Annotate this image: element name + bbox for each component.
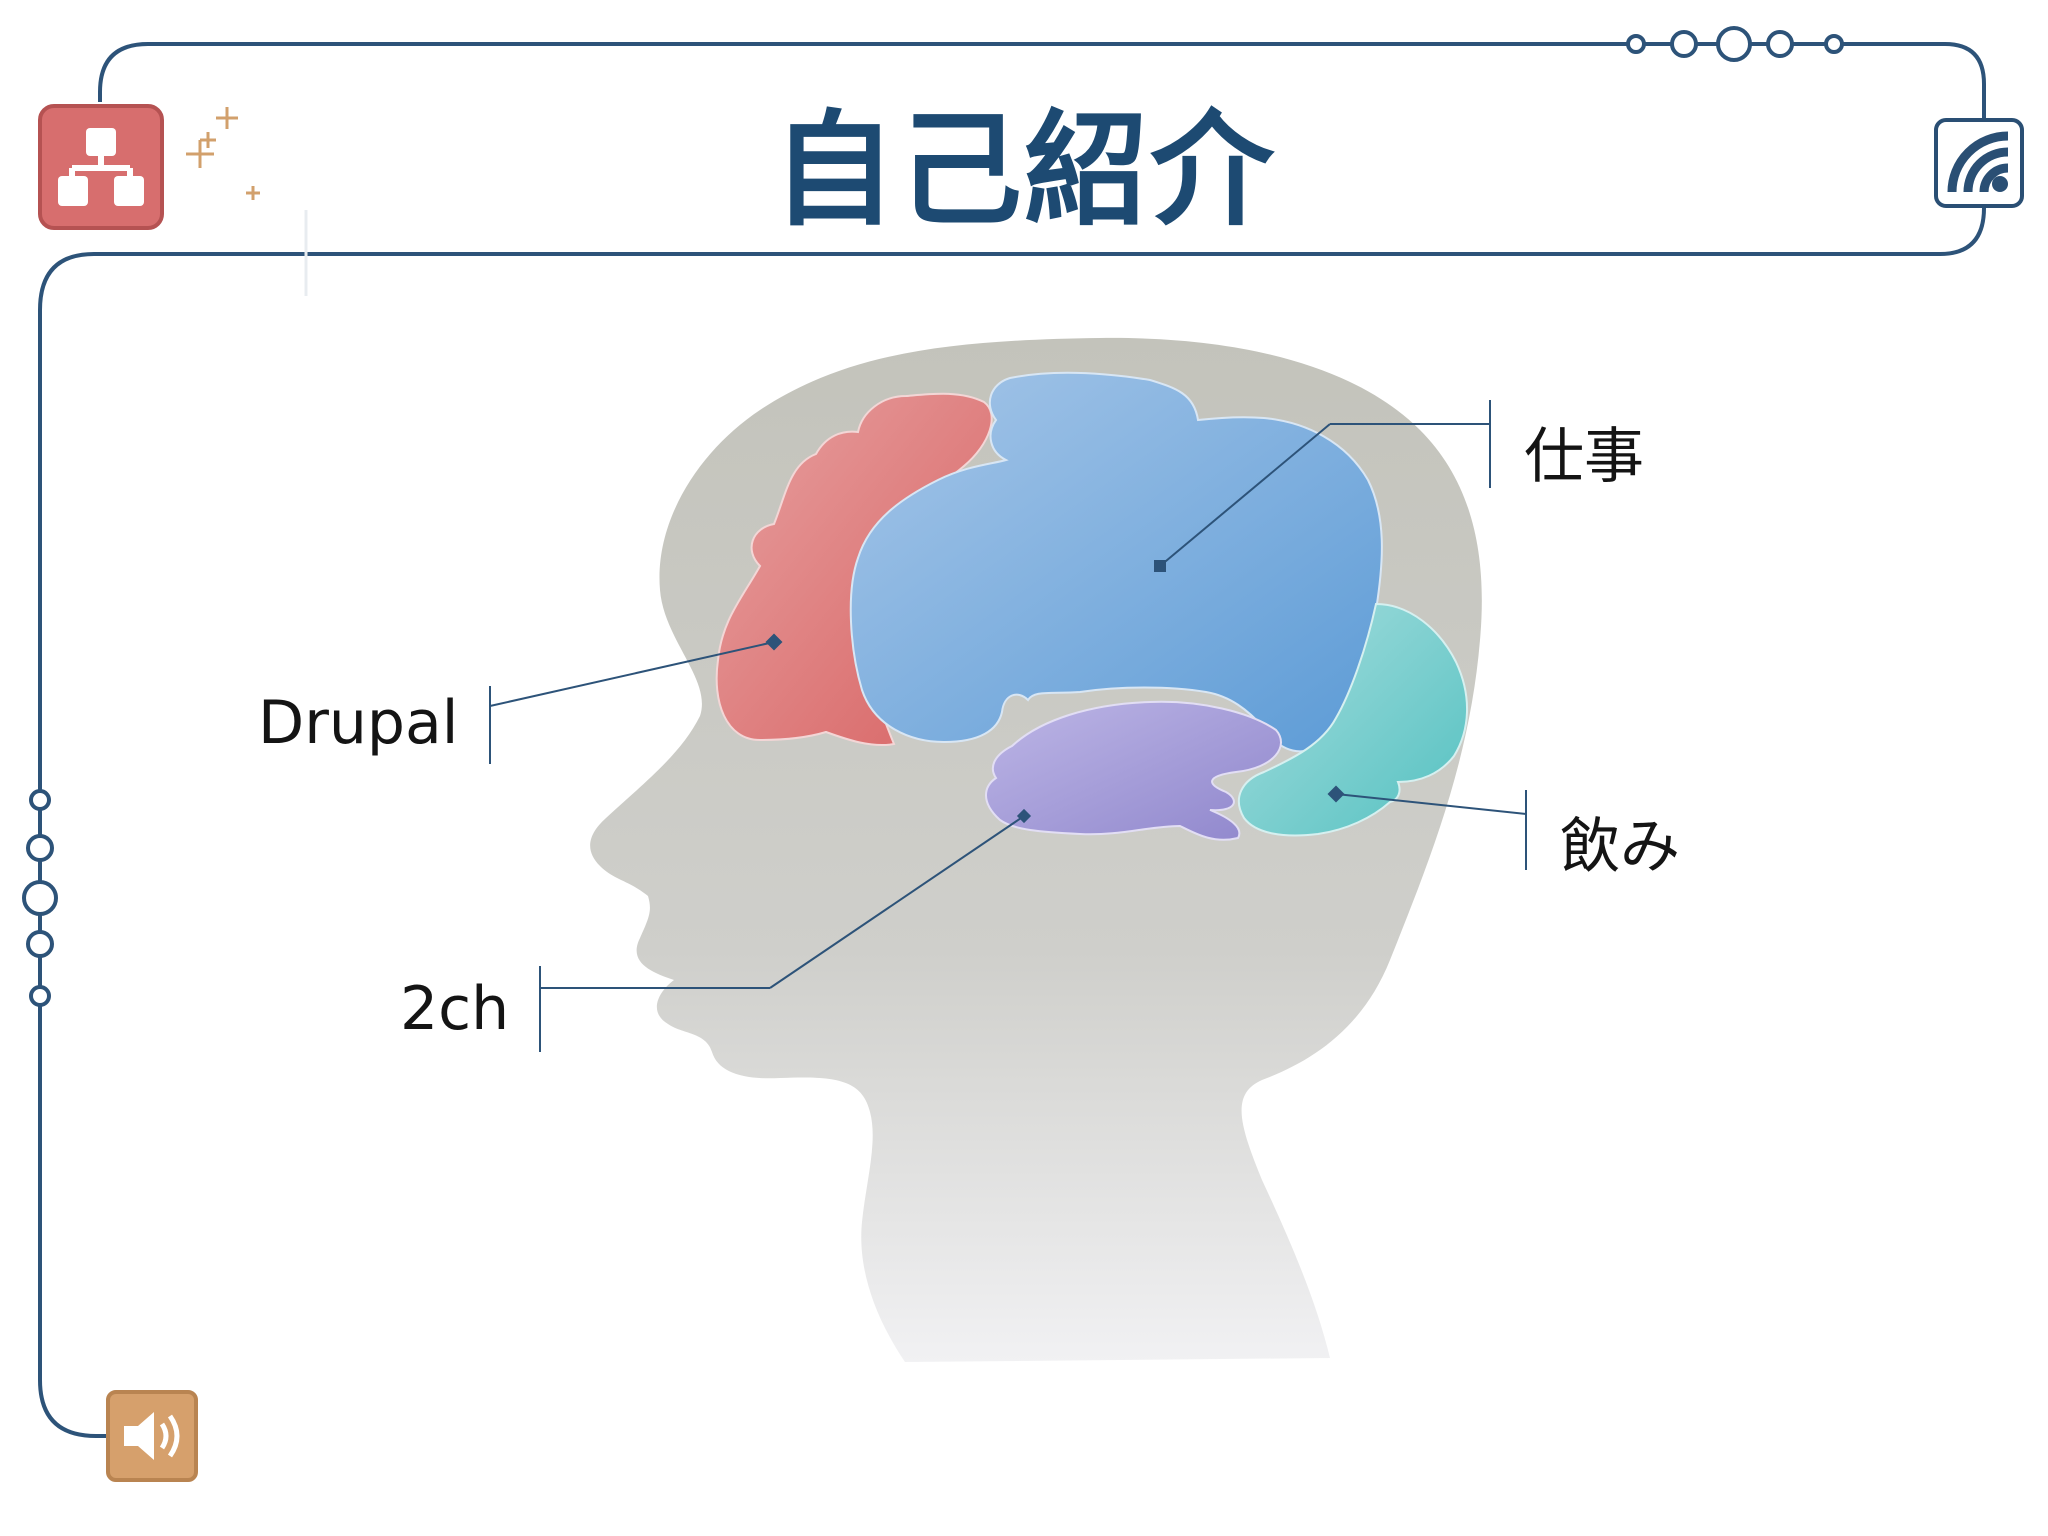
top-node-chain bbox=[1626, 26, 1845, 62]
organization-chart-icon[interactable] bbox=[38, 104, 164, 230]
sparkle-icon bbox=[186, 107, 260, 200]
left-node-chain bbox=[22, 789, 58, 1007]
label-work: 仕事 bbox=[1524, 422, 1644, 492]
brain-region-purple bbox=[985, 700, 1282, 841]
slide-title: 自己紹介 bbox=[771, 99, 1276, 243]
rss-feed-icon[interactable] bbox=[1934, 118, 2024, 208]
speaker-icon[interactable] bbox=[106, 1390, 198, 1482]
header-frame-line bbox=[98, 42, 1635, 102]
label-drupal: Drupal bbox=[258, 688, 459, 758]
brain-region-blue bbox=[849, 371, 1383, 753]
leader-lines bbox=[489, 400, 1527, 1052]
brain-region-teal bbox=[1237, 602, 1469, 837]
leader-anchor-points bbox=[765, 560, 1345, 824]
label-drinking: 飲み bbox=[1560, 812, 1680, 882]
label-2ch: 2ch bbox=[400, 974, 510, 1044]
